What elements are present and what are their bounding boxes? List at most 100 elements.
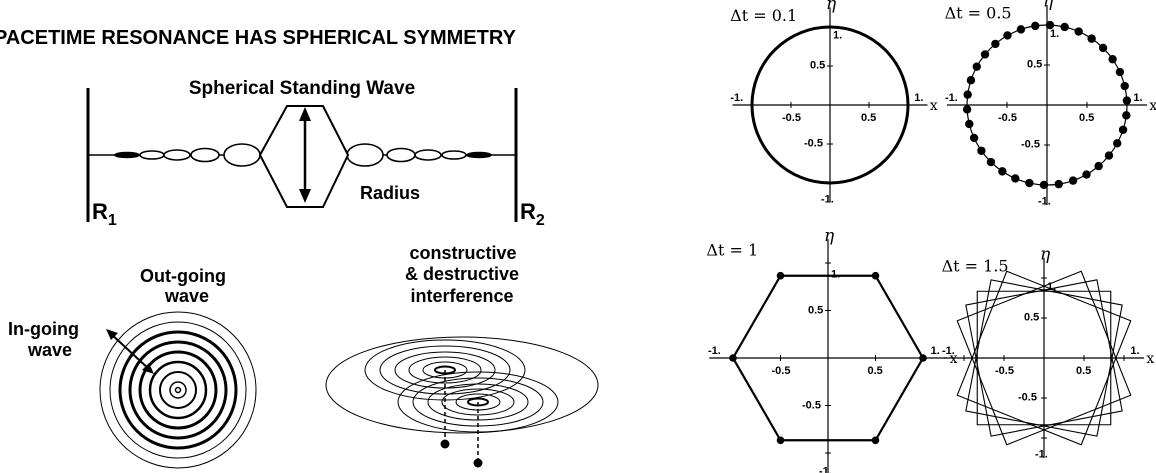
y-tick-label: -0.5	[1021, 138, 1040, 150]
y-tick-label: 0.5	[808, 304, 823, 316]
orbit-point	[776, 436, 785, 445]
source-point-1	[440, 439, 450, 449]
concentric-waves	[99, 311, 257, 469]
y-tick-label: -1.	[1035, 449, 1048, 461]
x-axis-name: x	[930, 98, 938, 114]
x-tick-label: 1.	[914, 92, 923, 104]
outgoing-label: Out-going	[140, 266, 226, 286]
x-tick-label: -0.5	[998, 112, 1017, 124]
x-tick-label: -1.	[945, 92, 958, 104]
interference-label-3: interference	[410, 286, 513, 306]
y-tick-label: 0.5	[810, 59, 825, 71]
dt-label: Δt = 1.5	[942, 257, 1009, 276]
interference-label-2: & destructive	[405, 264, 519, 284]
orbit-point	[1025, 178, 1034, 188]
plot-4: -0.5 0.5 -1. 1. 1. 0.5 -0.5 -1. η x Δt = 1.5	[942, 245, 1155, 461]
interference-pattern	[325, 336, 599, 460]
orbit-curve	[956, 270, 1132, 446]
orbit-curve	[965, 279, 1123, 437]
x-tick-label: 0.5	[868, 365, 883, 377]
orbit-point	[972, 62, 981, 71]
x-tick-label: -0.5	[995, 365, 1014, 377]
x-tick-label: -1.	[942, 345, 955, 357]
y-axis-name: η	[1043, 0, 1054, 12]
arrow-head-in	[142, 363, 154, 374]
y-tick-label: 1.	[831, 268, 840, 280]
y-tick-label: -0.5	[804, 137, 823, 149]
headline: PACETIME RESONANCE HAS SPHERICAL SYMMETR…	[0, 27, 517, 49]
x-tick-label: -1.	[730, 92, 743, 104]
orbit-point	[998, 167, 1007, 176]
orbit-point	[1113, 139, 1122, 148]
orbit-point	[1108, 55, 1117, 64]
orbit-point	[1054, 179, 1063, 189]
x-axis-name: x	[950, 351, 958, 367]
y-tick-label: -1.	[821, 193, 834, 205]
orbit-point	[1115, 67, 1125, 77]
x-tick-label: -0.5	[772, 365, 791, 377]
y-tick-label: 1.	[833, 30, 842, 42]
orbit-point	[871, 271, 880, 280]
wave-lobes	[114, 143, 492, 167]
dt-label: Δt = 0.5	[945, 4, 1012, 23]
y-tick-label: 1.	[1050, 28, 1059, 40]
orbit-point	[1087, 34, 1096, 43]
y-tick-label: 0.5	[1024, 311, 1039, 323]
outgoing-label-2: wave	[164, 286, 209, 306]
y-axis-name: η	[826, 0, 837, 14]
orbit-point	[871, 436, 880, 445]
orbit-curve	[750, 25, 910, 185]
orbit-point	[919, 354, 927, 362]
orbit-point	[1118, 125, 1128, 134]
y-axis-name: η	[824, 226, 835, 246]
orbit-point	[1094, 161, 1103, 171]
y-tick-label: -1.	[1038, 196, 1051, 208]
orbit-point	[1011, 174, 1020, 183]
y-tick-label: 1.	[1047, 281, 1056, 293]
orbit-point	[1098, 43, 1108, 53]
x-axis-name: x	[1149, 98, 1156, 114]
orbit-point	[963, 90, 972, 99]
y-tick-label: -1.	[819, 465, 832, 473]
x-tick-label: -0.5	[782, 112, 801, 124]
standing-wave-title: Spherical Standing Wave	[189, 78, 415, 99]
y-tick-label: -0.5	[802, 399, 821, 411]
orbit-curve	[956, 270, 1132, 446]
x-tick-label: 1.	[931, 345, 940, 357]
r2-label: R2	[520, 199, 545, 229]
y-tick-label: -0.5	[1018, 391, 1037, 403]
orbit-point	[966, 76, 976, 85]
x-tick-label: 1.	[1130, 345, 1139, 357]
orbit-point	[1031, 21, 1040, 31]
orbit-curve	[965, 279, 1123, 437]
orbit-point	[1122, 111, 1131, 120]
dt-label: Δt = 1	[706, 240, 758, 259]
orbit-point	[1082, 170, 1091, 179]
x-tick-label: 0.5	[861, 112, 876, 124]
wave-direction-arrow	[109, 332, 151, 371]
orbit-point	[729, 354, 737, 362]
ingoing-label-2: wave	[27, 340, 72, 360]
orbit-point	[991, 39, 1000, 49]
orbit-point	[1068, 176, 1078, 185]
orbit-curve	[976, 290, 1112, 426]
x-axis-name: x	[1146, 351, 1154, 367]
orbit-point	[1016, 25, 1026, 34]
source-point-2	[473, 458, 483, 468]
orbit-point	[1039, 180, 1049, 190]
x-tick-label: 0.5	[1076, 365, 1091, 377]
spherical-resonance-illustration: PACETIME RESONANCE HAS SPHERICAL SYMMETR…	[0, 27, 599, 469]
y-tick-label: 0.5	[1027, 58, 1042, 70]
y-axis-name: η	[1040, 245, 1051, 265]
ingoing-label: In-going	[8, 319, 79, 339]
radius-label: Radius	[360, 183, 420, 203]
orbit-point	[776, 271, 785, 280]
orbit-point	[1045, 20, 1055, 30]
arrow-head-out	[106, 329, 118, 340]
x-tick-label: 1.	[1133, 92, 1142, 104]
orbit-point	[980, 50, 990, 59]
arrow-head-down	[299, 189, 311, 203]
